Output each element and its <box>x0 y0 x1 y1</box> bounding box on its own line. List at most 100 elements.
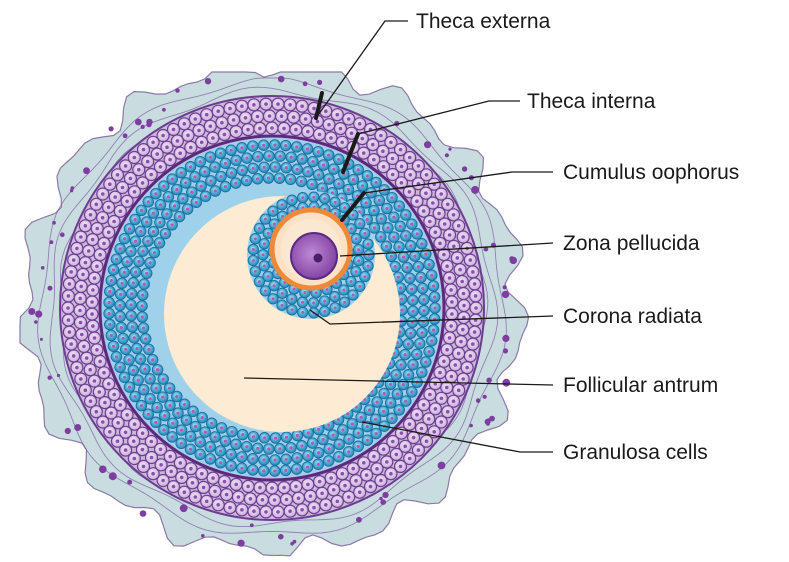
theca-externa-cell-dot <box>140 510 147 517</box>
corona-radiata-nucleus <box>323 310 326 313</box>
granulosa-nucleus <box>164 232 167 235</box>
theca-interna-nucleus <box>103 401 107 405</box>
granulosa-nucleus <box>398 205 401 208</box>
theca-interna-nucleus <box>276 510 280 514</box>
theca-interna-nucleus <box>108 182 112 186</box>
granulosa-nucleus <box>421 287 424 290</box>
theca-interna-nucleus <box>101 192 105 196</box>
theca-interna-nucleus <box>409 173 413 177</box>
granulosa-nucleus <box>175 188 178 191</box>
granulosa-nucleus <box>417 265 420 268</box>
granulosa-nucleus <box>364 201 367 204</box>
theca-interna-nucleus <box>361 137 365 141</box>
theca-interna-nucleus <box>116 421 120 425</box>
theca-externa-cell-dot <box>123 133 128 138</box>
granulosa-nucleus <box>284 144 287 147</box>
theca-interna-nucleus <box>422 209 426 213</box>
theca-interna-nucleus <box>264 510 268 514</box>
theca-interna-nucleus <box>457 352 461 356</box>
theca-interna-nucleus <box>165 145 169 149</box>
theca-interna-nucleus <box>459 340 463 344</box>
theca-interna-nucleus <box>125 413 129 417</box>
corona-radiata-nucleus <box>291 308 294 311</box>
granulosa-nucleus <box>193 175 196 178</box>
theca-interna-nucleus <box>391 173 395 177</box>
granulosa-nucleus <box>397 276 400 279</box>
granulosa-nucleus <box>189 448 192 451</box>
granulosa-nucleus <box>175 395 178 398</box>
corona-radiata-nucleus <box>355 270 358 273</box>
theca-interna-nucleus <box>133 422 137 426</box>
granulosa-nucleus <box>214 189 217 192</box>
theca-interna-nucleus <box>258 486 262 490</box>
granulosa-nucleus <box>374 418 377 421</box>
granulosa-nucleus <box>146 240 149 243</box>
theca-interna-nucleus <box>312 506 316 510</box>
granulosa-nucleus <box>158 221 161 224</box>
theca-externa-cell-dot <box>317 80 322 85</box>
granulosa-nucleus <box>137 260 140 263</box>
granulosa-nucleus <box>424 252 427 255</box>
granulosa-nucleus <box>245 179 248 182</box>
granulosa-nucleus <box>296 434 299 437</box>
theca-externa-cell-dot <box>71 186 75 190</box>
theca-interna-nucleus <box>309 494 313 498</box>
granulosa-nucleus <box>279 155 282 158</box>
theca-interna-nucleus <box>246 485 250 489</box>
granulosa-nucleus <box>290 156 293 159</box>
theca-interna-nucleus <box>439 420 443 424</box>
theca-interna-nucleus <box>205 113 209 117</box>
granulosa-nucleus <box>133 336 136 339</box>
corona-radiata-nucleus <box>293 288 296 291</box>
theca-interna-nucleus <box>415 413 419 417</box>
theca-interna-nucleus <box>318 480 322 484</box>
granulosa-nucleus <box>140 304 143 307</box>
granulosa-nucleus <box>180 171 183 174</box>
granulosa-nucleus <box>108 301 111 304</box>
granulosa-nucleus <box>411 363 414 366</box>
theca-externa-cell-dot <box>52 221 56 225</box>
granulosa-nucleus <box>128 227 131 230</box>
theca-interna-nucleus <box>375 467 379 471</box>
granulosa-nucleus <box>262 469 265 472</box>
granulosa-nucleus <box>400 308 403 311</box>
granulosa-nucleus <box>400 297 403 300</box>
theca-interna-nucleus <box>461 377 465 381</box>
corona-radiata-nucleus <box>254 237 257 240</box>
theca-interna-nucleus <box>336 500 340 504</box>
theca-interna-nucleus <box>425 439 429 443</box>
granulosa-nucleus <box>155 387 158 390</box>
granulosa-nucleus <box>390 417 393 420</box>
granulosa-nucleus <box>139 230 142 233</box>
granulosa-nucleus <box>140 404 143 407</box>
granulosa-nucleus <box>235 159 238 162</box>
granulosa-nucleus <box>137 379 140 382</box>
theca-interna-nucleus <box>95 348 99 352</box>
granulosa-nucleus <box>209 445 212 448</box>
granulosa-nucleus <box>263 166 266 169</box>
granulosa-nucleus <box>112 345 115 348</box>
theca-externa-cell-dot <box>483 395 487 399</box>
granulosa-nucleus <box>108 323 111 326</box>
granulosa-nucleus <box>357 432 360 435</box>
granulosa-nucleus <box>256 155 259 158</box>
theca-interna-nucleus <box>102 242 106 246</box>
theca-interna-nucleus <box>216 503 220 507</box>
theca-interna-nucleus <box>428 220 432 224</box>
granulosa-nucleus <box>134 218 137 221</box>
theca-externa-cell-dot <box>50 240 54 244</box>
theca-interna-nucleus <box>84 224 88 228</box>
theca-interna-nucleus <box>270 486 274 490</box>
granulosa-nucleus <box>357 445 360 448</box>
granulosa-nucleus <box>252 435 255 438</box>
corona-radiata-nucleus <box>358 222 361 225</box>
theca-interna-nucleus <box>159 463 163 467</box>
theca-interna-nucleus <box>101 420 105 424</box>
theca-interna-nucleus <box>98 390 102 394</box>
granulosa-nucleus <box>240 467 243 470</box>
granulosa-nucleus <box>262 144 265 147</box>
theca-interna-nucleus <box>452 245 456 249</box>
theca-interna-nucleus <box>237 495 241 499</box>
granulosa-nucleus <box>263 436 266 439</box>
corona-radiata-nucleus <box>273 223 276 226</box>
